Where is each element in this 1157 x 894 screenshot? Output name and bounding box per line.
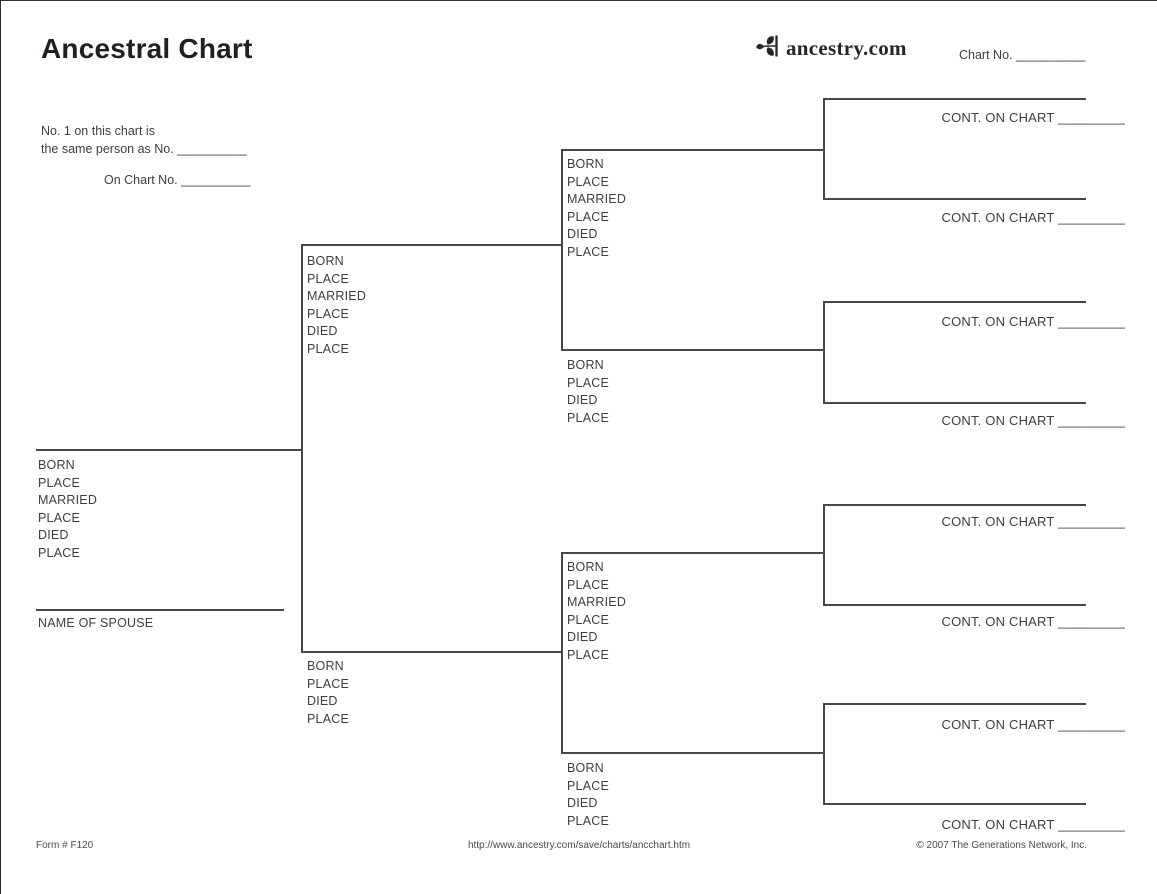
maternal-connector bbox=[561, 552, 563, 753]
mother-field-labels: BORN PLACE DIED PLACE bbox=[307, 658, 349, 728]
person1-field-labels: BORN PLACE MARRIED PLACE DIED PLACE bbox=[38, 457, 97, 563]
place-label: PLACE bbox=[38, 545, 80, 560]
born-label: BORN bbox=[38, 458, 75, 472]
name-of-spouse-label: NAME OF SPOUSE bbox=[38, 616, 154, 630]
great-grandparent-connector-1 bbox=[823, 98, 825, 199]
gen1-connector bbox=[301, 244, 303, 652]
place-label: PLACE bbox=[307, 711, 349, 726]
place-label: PLACE bbox=[567, 612, 609, 627]
person1-line bbox=[36, 449, 301, 451]
married-label: MARRIED bbox=[38, 493, 98, 508]
married-label: MARRIED bbox=[567, 595, 627, 610]
great-grandparent-line-7 bbox=[823, 703, 1086, 705]
place-label: PLACE bbox=[567, 410, 609, 425]
cont-on-chart-label: CONT. ON CHART _________ bbox=[941, 314, 1125, 329]
great-grandparent-connector-2 bbox=[823, 301, 825, 403]
cont-on-chart-label: CONT. ON CHART _________ bbox=[941, 614, 1125, 629]
great-grandparent-line-3 bbox=[823, 301, 1086, 303]
died-label: DIED bbox=[567, 393, 598, 408]
paternal-grandfather-field-labels: BORN PLACE MARRIED PLACE DIED PLACE bbox=[567, 156, 626, 262]
place-label: PLACE bbox=[38, 475, 80, 490]
cont-on-chart-label: CONT. ON CHART _________ bbox=[941, 210, 1125, 225]
place-label: PLACE bbox=[567, 577, 609, 592]
place-label: PLACE bbox=[567, 375, 609, 390]
died-label: DIED bbox=[307, 324, 338, 339]
great-grandparent-line-1 bbox=[823, 98, 1086, 100]
maternal-grandmother-field-labels: BORN PLACE DIED PLACE bbox=[567, 760, 609, 830]
died-label: DIED bbox=[307, 694, 338, 709]
copyright-notice: © 2007 The Generations Network, Inc. bbox=[916, 840, 1087, 851]
ancestry-logo: ancestry.com bbox=[754, 31, 907, 66]
mother-line bbox=[301, 651, 562, 653]
place-label: PLACE bbox=[307, 271, 349, 286]
great-grandparent-line-6 bbox=[823, 604, 1086, 606]
died-label: DIED bbox=[567, 796, 598, 811]
place-label: PLACE bbox=[307, 676, 349, 691]
maternal-grandfather-line bbox=[561, 552, 824, 554]
born-label: BORN bbox=[567, 761, 604, 775]
place-label: PLACE bbox=[307, 306, 349, 321]
born-label: BORN bbox=[567, 560, 604, 574]
place-label: PLACE bbox=[567, 244, 609, 259]
on-chart-no-blank: On Chart No. __________ bbox=[104, 173, 251, 187]
great-grandparent-connector-3 bbox=[823, 504, 825, 605]
cont-on-chart-label: CONT. ON CHART _________ bbox=[941, 514, 1125, 529]
paternal-grandfather-line bbox=[561, 149, 824, 151]
place-label: PLACE bbox=[567, 647, 609, 662]
great-grandparent-line-4 bbox=[823, 402, 1086, 404]
born-label: BORN bbox=[567, 358, 604, 372]
place-label: PLACE bbox=[38, 510, 80, 525]
married-label: MARRIED bbox=[307, 289, 367, 304]
cont-on-chart-label: CONT. ON CHART _________ bbox=[941, 817, 1125, 832]
place-label: PLACE bbox=[567, 209, 609, 224]
reference-line-1: No. 1 on this chart is bbox=[41, 124, 155, 138]
reference-line-2: the same person as No. __________ bbox=[41, 141, 247, 156]
form-number: Form # F120 bbox=[36, 840, 94, 851]
footer-url: http://www.ancestry.com/save/charts/ancc… bbox=[467, 840, 691, 851]
born-label: BORN bbox=[307, 254, 344, 268]
paternal-connector bbox=[561, 149, 563, 350]
great-grandparent-connector-4 bbox=[823, 703, 825, 804]
died-label: DIED bbox=[567, 630, 598, 645]
great-grandparent-line-2 bbox=[823, 198, 1086, 200]
cont-on-chart-label: CONT. ON CHART _________ bbox=[941, 413, 1125, 428]
great-grandparent-line-8 bbox=[823, 803, 1086, 805]
great-grandparent-line-5 bbox=[823, 504, 1086, 506]
paternal-grandmother-field-labels: BORN PLACE DIED PLACE bbox=[567, 357, 609, 427]
ancestry-logo-text: ancestry.com bbox=[786, 36, 907, 60]
place-label: PLACE bbox=[307, 341, 349, 356]
place-label: PLACE bbox=[567, 174, 609, 189]
place-label: PLACE bbox=[567, 778, 609, 793]
spouse-line bbox=[36, 609, 284, 611]
ancestry-leaf-icon bbox=[754, 31, 784, 66]
father-line bbox=[301, 244, 562, 246]
maternal-grandmother-line bbox=[561, 752, 824, 754]
born-label: BORN bbox=[567, 157, 604, 171]
maternal-grandfather-field-labels: BORN PLACE MARRIED PLACE DIED PLACE bbox=[567, 559, 626, 665]
place-label: PLACE bbox=[567, 813, 609, 828]
cont-on-chart-label: CONT. ON CHART _________ bbox=[941, 717, 1125, 732]
father-field-labels: BORN PLACE MARRIED PLACE DIED PLACE bbox=[307, 253, 366, 359]
paternal-grandmother-line bbox=[561, 349, 824, 351]
died-label: DIED bbox=[567, 227, 598, 242]
cont-on-chart-label: CONT. ON CHART _________ bbox=[941, 110, 1125, 125]
born-label: BORN bbox=[307, 659, 344, 673]
chart-no-blank: Chart No. __________ bbox=[959, 48, 1086, 62]
reference-note: No. 1 on this chart is the same person a… bbox=[41, 123, 247, 158]
married-label: MARRIED bbox=[567, 192, 627, 207]
died-label: DIED bbox=[38, 528, 69, 543]
page-title: Ancestral Chart bbox=[41, 33, 253, 64]
